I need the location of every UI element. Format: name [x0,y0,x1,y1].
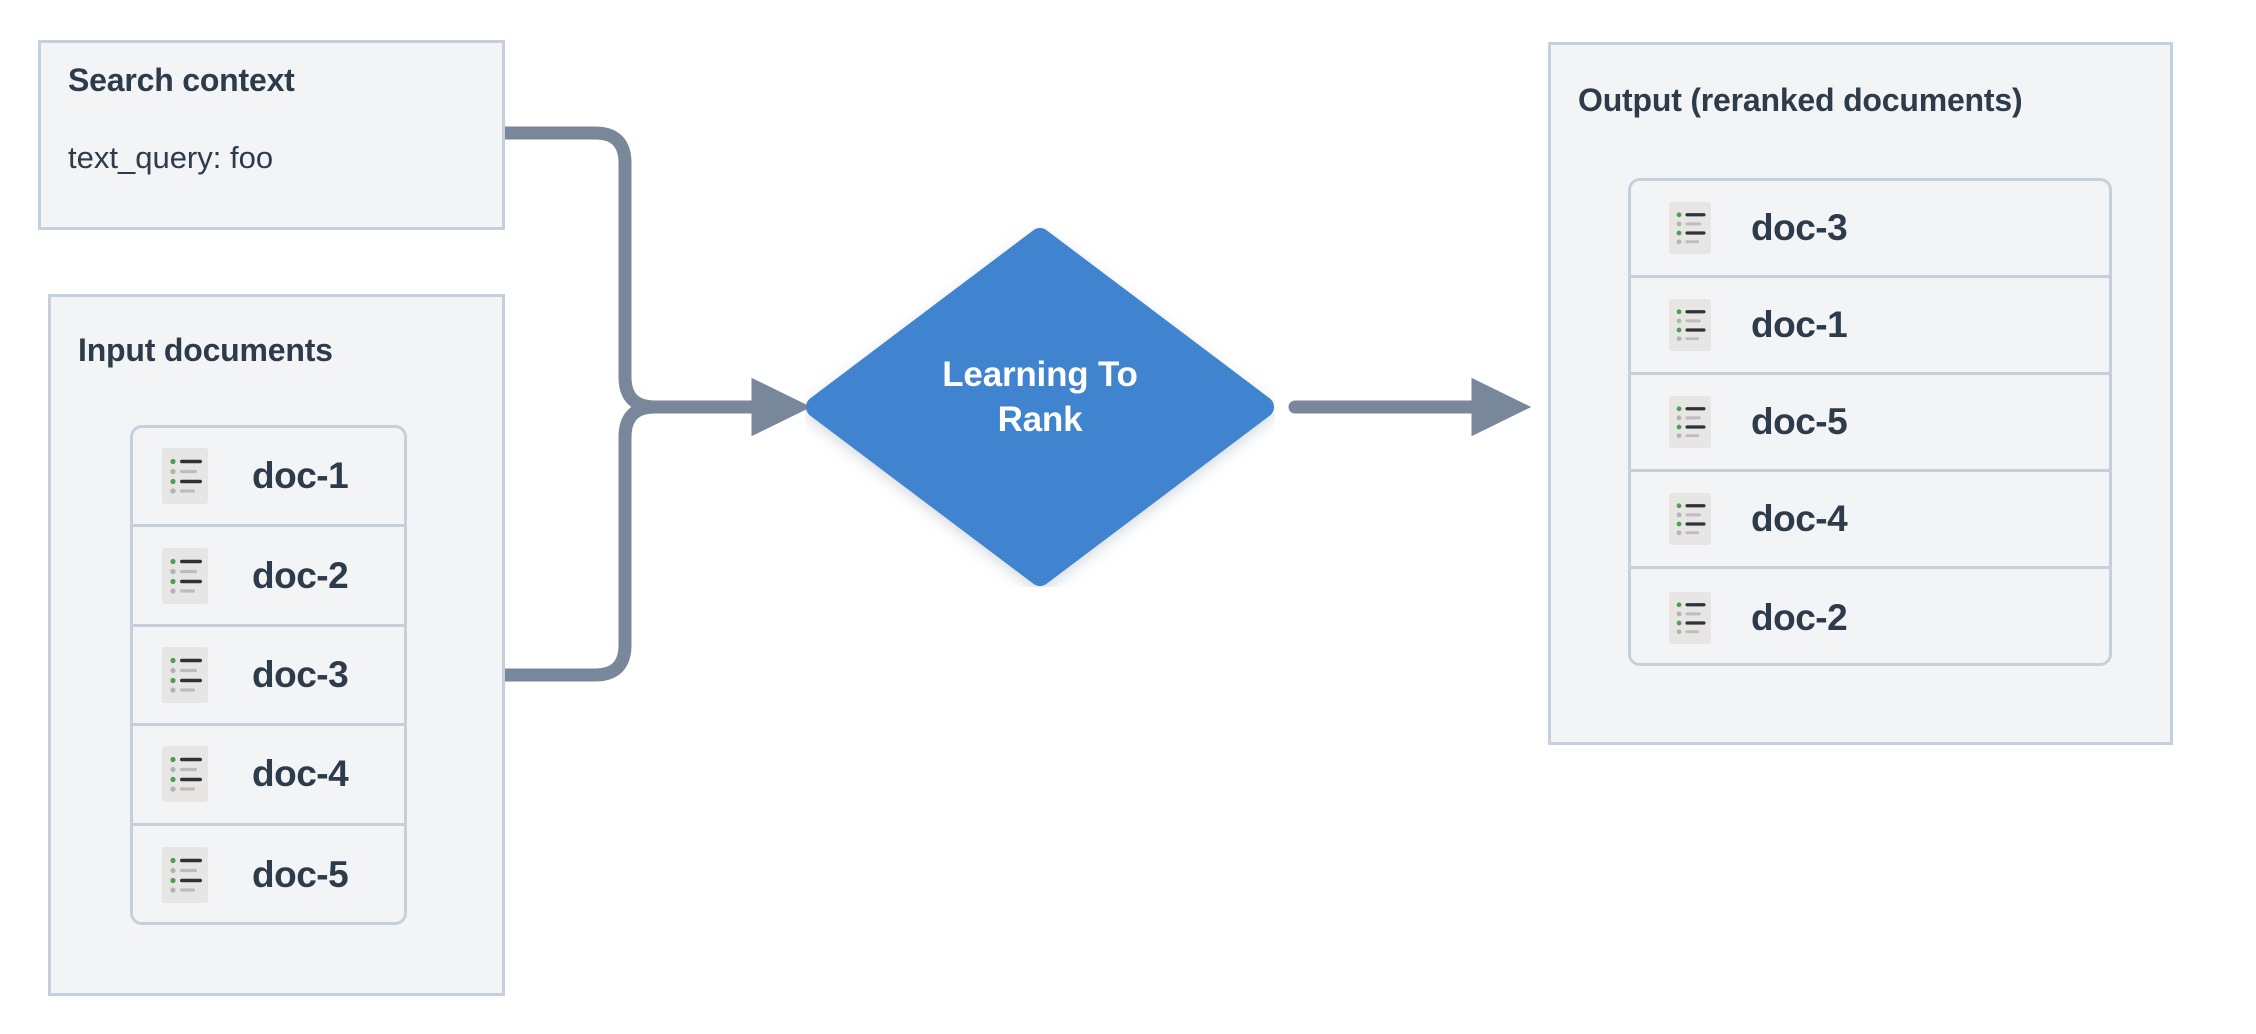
search-context-query-text: text_query: foo [68,140,274,175]
document-list-icon [1669,591,1711,644]
document-list-icon [162,847,208,904]
document-row[interactable]: doc-5 [1631,375,2109,472]
document-list-icon [1669,493,1711,545]
search-context-title: Search context [68,62,295,98]
document-label: doc-5 [252,854,349,896]
document-label: doc-1 [1751,304,1848,345]
learning-to-rank-node[interactable]: Learning To Rank [805,227,1275,587]
document-list-icon [162,547,208,604]
document-list-icon [162,746,208,803]
document-row[interactable]: doc-4 [1631,472,2109,569]
document-row[interactable]: doc-4 [133,726,404,826]
document-label: doc-2 [252,554,349,596]
search-context-panel [38,40,505,230]
connector-search-context-to-ltr [498,126,747,414]
document-label: doc-1 [252,455,349,497]
document-list-icon [1669,299,1711,351]
document-row[interactable]: doc-2 [133,527,404,627]
document-row[interactable]: doc-3 [1631,181,2109,278]
document-label: doc-2 [1751,596,1848,638]
document-list-icon [1669,202,1711,254]
document-label: doc-4 [252,753,349,795]
document-row[interactable]: doc-1 [133,428,404,528]
document-label: doc-3 [252,653,349,695]
document-label: doc-5 [1751,401,1848,442]
document-row[interactable]: doc-1 [1631,278,2109,375]
output-panel-title: Output (reranked documents) [1578,82,2023,118]
connector-input-documents-to-ltr [498,400,747,682]
document-label: doc-4 [1751,498,1848,539]
document-row[interactable]: doc-5 [133,825,404,922]
document-list-icon [162,448,208,505]
diamond-shape [806,228,1274,586]
input-documents-list: doc-1 doc-2 doc-3 doc-4 doc-5 [130,425,407,925]
document-label: doc-3 [1751,207,1848,248]
input-documents-title: Input documents [78,332,333,368]
output-documents-list: doc-3 doc-1 doc-5 doc-4 doc-2 [1628,178,2112,666]
document-row[interactable]: doc-3 [133,626,404,727]
document-list-icon [1669,396,1711,448]
document-list-icon [162,646,208,703]
document-row[interactable]: doc-2 [1631,569,2109,663]
